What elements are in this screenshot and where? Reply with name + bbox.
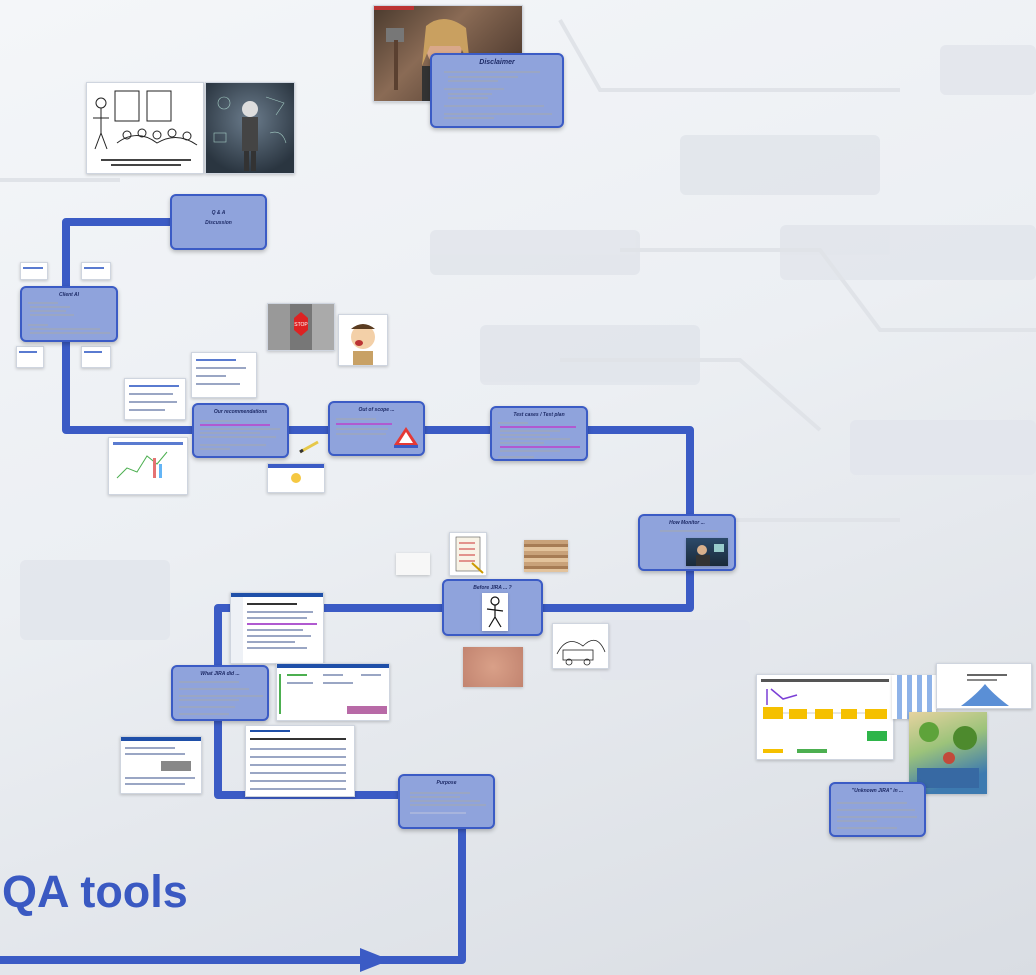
screenshot-thumb-8 [267, 463, 325, 493]
screenshot-thumb-1 [20, 262, 48, 280]
cartoon-sketch [93, 90, 198, 166]
process-diagram-image [756, 674, 894, 760]
thinker-illustration [213, 96, 287, 171]
what-jira-did-node[interactable]: What JIRA did ... [171, 665, 269, 721]
jira-screenshot-2 [276, 663, 390, 721]
sketch-image [552, 623, 609, 669]
screenshot-thumb-3 [16, 346, 44, 368]
jira-screenshot-3 [120, 736, 202, 794]
wood-texture-image [524, 540, 568, 572]
our-recommendations-node[interactable]: Our recommendations [192, 403, 289, 458]
stop-sign-illustration: STOP [268, 304, 334, 350]
test-cases-node[interactable]: Test cases / Test plan [490, 406, 588, 461]
checklist-image [449, 532, 487, 576]
mini-chart [113, 442, 183, 479]
office-cartoon-image [86, 82, 204, 174]
screenshot-thumb-7 [108, 437, 188, 495]
purpose-node[interactable]: Purpose [398, 774, 495, 829]
unknown-jira-title: "Unknown JIRA" in ... [851, 788, 904, 794]
what-jira-did-title: What JIRA did ... [200, 671, 240, 677]
stop-sign-image: STOP [267, 303, 335, 351]
texture-image [463, 647, 523, 687]
cartoon-face-illustration [351, 324, 375, 365]
our-recommendations-title: Our recommendations [213, 409, 268, 415]
chart-thumb-image [936, 663, 1032, 709]
stickman-image [482, 593, 508, 631]
client-ai-title: Client AI [58, 292, 80, 298]
pencil-icon [298, 440, 320, 454]
test-cases-title: Test cases / Test plan [513, 412, 565, 418]
unknown-jira-node[interactable]: "Unknown JIRA" in ... [829, 782, 926, 837]
screenshot-thumb-6 [124, 378, 186, 420]
out-of-scope-node[interactable]: Out of scope ... [328, 401, 425, 456]
monitor-photo [686, 538, 728, 566]
qa-discussion-node[interactable]: Q & A Discussion [170, 194, 267, 250]
cartoon-face-image [338, 314, 388, 366]
client-ai-node[interactable]: Client AI [20, 286, 118, 342]
before-jira-title: Before JIRA ... ? [473, 585, 512, 591]
svg-text:STOP: STOP [294, 322, 308, 328]
process-flow [761, 679, 889, 753]
out-of-scope-title: Out of scope ... [358, 407, 395, 413]
screenshot-thumb-5 [191, 352, 257, 398]
how-monitor-node[interactable]: How Monitor ... [638, 514, 736, 571]
screenshot-thumb-2 [81, 262, 111, 280]
qa-subtitle: Discussion [205, 220, 232, 226]
purpose-title: Purpose [436, 780, 457, 786]
disclaimer-title: Disclaimer [479, 59, 515, 66]
blank-card [396, 553, 430, 575]
warning-sign-image [394, 427, 418, 448]
businessman-doodles-image [205, 82, 295, 174]
jungle-image [909, 712, 987, 794]
before-jira-node[interactable]: Before JIRA ... ? [442, 579, 543, 636]
disclaimer-node[interactable]: Disclaimer [430, 53, 564, 128]
how-monitor-title: How Monitor ... [669, 520, 705, 526]
qa-title: Q & A [211, 210, 226, 216]
jira-screenshot-1 [230, 592, 324, 664]
screenshot-thumb-4 [81, 346, 111, 368]
stripes-image [892, 675, 936, 719]
canvas-title: QA tools [2, 866, 188, 917]
jira-screenshot-4 [245, 725, 355, 797]
